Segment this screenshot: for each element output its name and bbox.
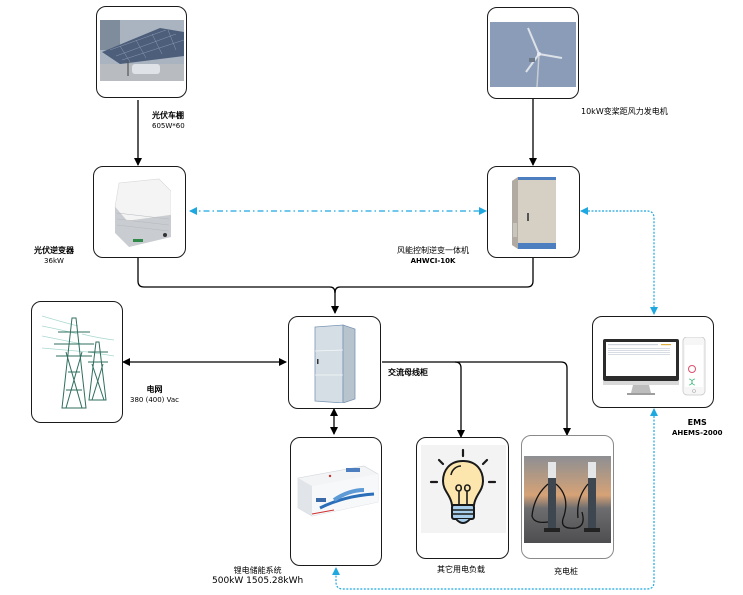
server-cabinet-image bbox=[314, 324, 356, 403]
other-load-label: 其它用电负载 bbox=[437, 564, 485, 575]
ac-bus-name: 交流母线柜 bbox=[388, 368, 428, 377]
wind-inverter-name: 风能控制逆变一体机 bbox=[397, 246, 469, 255]
pv-inverter-label: 光伏逆变器 36kW bbox=[34, 245, 74, 267]
pv-inverter-node[interactable] bbox=[93, 166, 186, 258]
pv-carport-name: 光伏车棚 bbox=[152, 111, 184, 120]
wind-turbine-image bbox=[490, 22, 576, 87]
light-bulb-icon bbox=[421, 445, 506, 533]
cabinet-image bbox=[512, 177, 556, 249]
wire-wind-inverter-to-bus bbox=[334, 257, 534, 294]
ac-bus-node[interactable] bbox=[288, 316, 381, 409]
charger-label: 充电桩 bbox=[554, 566, 578, 577]
battery-spec: 500kW 1505.28kWh bbox=[212, 576, 304, 586]
wire-pv-inverter-to-bus bbox=[137, 257, 339, 314]
grid-node[interactable] bbox=[31, 301, 123, 423]
battery-name: 锂电储能系统 bbox=[233, 566, 282, 575]
pv-inverter-spec: 36kW bbox=[44, 257, 64, 265]
wire-bus-to-charger bbox=[455, 361, 571, 436]
wind-inverter-node[interactable] bbox=[487, 166, 580, 258]
wind-inverter-label: 风能控制逆变一体机 AHWCI-10K bbox=[397, 245, 469, 267]
other-load-name: 其它用电负载 bbox=[437, 565, 485, 574]
ems-label: EMS AHEMS-2000 bbox=[672, 417, 722, 439]
pv-carport-label: 光伏车棚 605W*60 bbox=[152, 110, 185, 132]
pv-carport-node[interactable] bbox=[96, 6, 187, 98]
monitor-phone-image bbox=[603, 337, 706, 396]
ac-bus-label: 交流母线柜 bbox=[388, 367, 428, 378]
wind-turbine-label: 10kW变桨距风力发电机 bbox=[581, 106, 668, 117]
battery-label: 锂电储能系统 500kW 1505.28kWh bbox=[212, 565, 303, 587]
ev-charger-image bbox=[524, 456, 611, 543]
other-load-node[interactable] bbox=[416, 437, 509, 559]
ems-name: EMS bbox=[687, 418, 707, 427]
pv-carport-spec: 605W*60 bbox=[152, 122, 185, 130]
grid-name: 电网 bbox=[146, 385, 163, 394]
battery-node[interactable] bbox=[290, 437, 382, 566]
wind-inverter-spec: AHWCI-10K bbox=[410, 257, 456, 265]
power-tower-image bbox=[42, 315, 114, 409]
charger-node[interactable] bbox=[521, 435, 614, 559]
inverter-image bbox=[114, 178, 171, 247]
grid-label: 电网 380 (400) Vac bbox=[130, 384, 179, 406]
container-image bbox=[297, 465, 379, 517]
pv-inverter-name: 光伏逆变器 bbox=[34, 246, 74, 255]
wind-turbine-name: 10kW变桨距风力发电机 bbox=[581, 107, 668, 116]
solar-carport-image bbox=[100, 20, 184, 81]
grid-spec: 380 (400) Vac bbox=[130, 396, 180, 404]
wind-turbine-node[interactable] bbox=[487, 7, 579, 99]
ems-spec: AHEMS-2000 bbox=[672, 429, 723, 437]
comm-line-ems-wind-inverter bbox=[580, 207, 658, 315]
ems-node[interactable] bbox=[592, 316, 714, 408]
comm-line-ems-battery bbox=[332, 408, 658, 590]
charger-name: 充电桩 bbox=[554, 567, 578, 576]
